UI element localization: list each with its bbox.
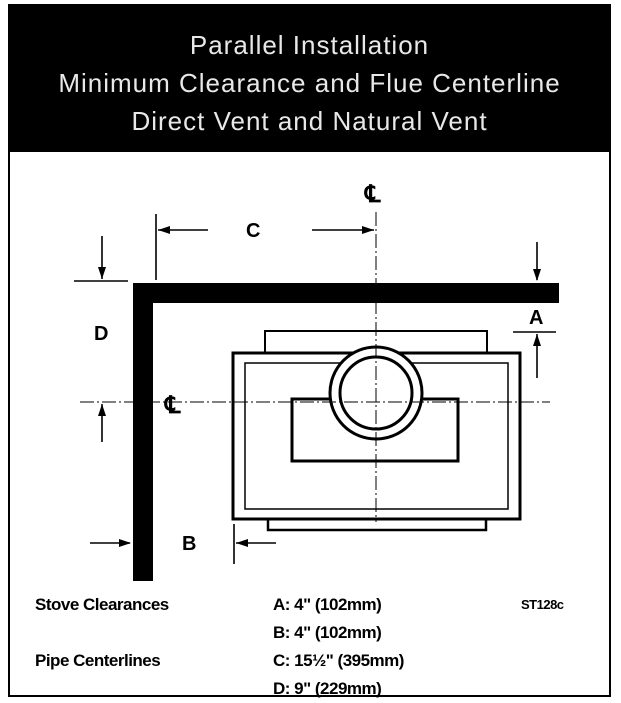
dimension-a-top-arrow (533, 269, 541, 281)
header-title-line-1: Parallel Installation (189, 30, 430, 60)
header-title-line-2: Minimum Clearance and Flue Centerline (58, 68, 561, 98)
header-title-line-3: Direct Vent and Natural Vent (131, 106, 488, 136)
dimension-a-label: A (529, 307, 543, 329)
dimension-c (155, 214, 374, 280)
horizontal-centerline-symbol: ℄ (164, 392, 181, 419)
figure-header: Parallel Installation Minimum Clearance … (10, 6, 609, 152)
vertical-centerline-symbol: ℄ (364, 181, 381, 208)
dimension-b-label: B (182, 533, 196, 555)
stove-clearances-label: Stove Clearances (35, 595, 169, 614)
dimension-c-left-arrow (158, 226, 170, 234)
dimension-d-top-arrow (98, 267, 106, 279)
dimension-d (74, 236, 128, 442)
dimension-c-right-arrow (362, 226, 374, 234)
dimension-a-bottom-arrow (533, 334, 541, 346)
dimension-b-left-arrow (119, 539, 131, 547)
dimension-b-right-arrow (236, 539, 248, 547)
side-wall (133, 283, 153, 581)
clearance-b-value: B: 4" (102mm) (273, 623, 382, 642)
dimension-d-bottom-arrow (98, 404, 106, 416)
dimension-a (513, 242, 556, 378)
figure-frame: Parallel Installation Minimum Clearance … (8, 4, 611, 698)
dimension-c-label: C (246, 220, 260, 242)
figure-code: ST128c (521, 597, 564, 612)
dimension-b (90, 524, 276, 564)
dimension-d-label: D (94, 323, 108, 345)
centerline-d-value: D: 9" (229mm) (273, 679, 382, 698)
clearance-diagram: C D A B ℄ ℄ (74, 181, 559, 581)
back-wall (133, 283, 559, 303)
pipe-centerlines-label: Pipe Centerlines (35, 651, 161, 670)
centerline-c-value: C: 15½" (395mm) (273, 651, 404, 670)
clearance-a-value: A: 4" (102mm) (273, 595, 382, 614)
